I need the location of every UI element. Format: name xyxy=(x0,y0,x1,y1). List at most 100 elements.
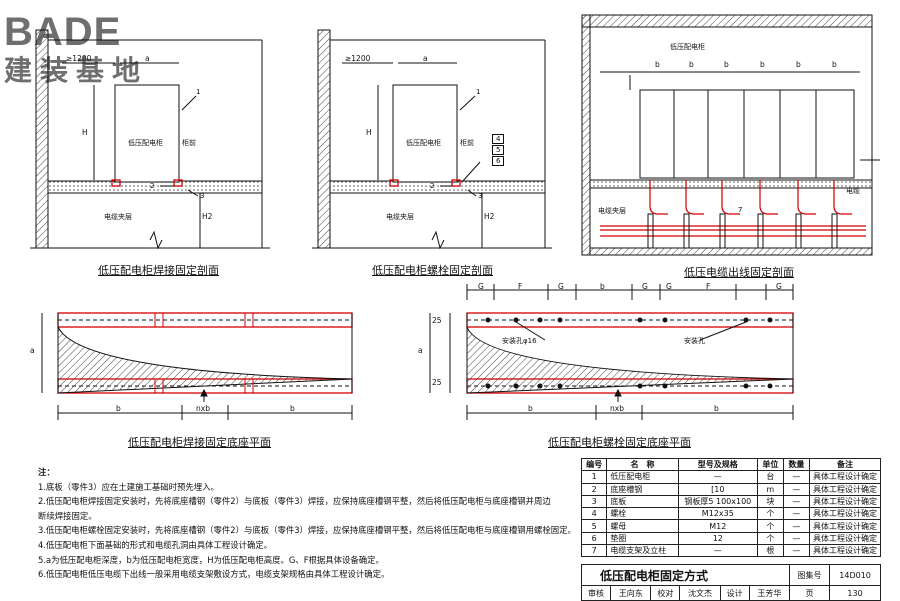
table-row: 4 螺栓 M12x35 个 — 具体工程设计确定 xyxy=(580,507,881,521)
check-label: 校对 xyxy=(650,585,681,601)
cell-qty: — xyxy=(782,470,811,484)
cell-remark: 具体工程设计确定 xyxy=(809,482,881,496)
cell-spec: M12x35 xyxy=(677,507,758,521)
bolted-plan-dim-g5: G xyxy=(776,282,782,291)
cell-qty: — xyxy=(782,544,811,558)
bolted-plan-nxb: nxb xyxy=(610,404,624,413)
cell-spec: [10 xyxy=(677,482,758,496)
cell-name: 螺母 xyxy=(606,519,679,533)
bolted-plan-b-left: b xyxy=(528,404,533,413)
bolted-plan-dim-b: b xyxy=(600,282,605,291)
bolted-plan-dim-f1: F xyxy=(518,282,523,291)
welded-callout-1: 1 xyxy=(196,88,201,96)
checker-name: 沈文杰 xyxy=(679,585,721,601)
welded-basement-height-dim: H2 xyxy=(202,212,213,221)
cell-name: 电缆支架及立柱 xyxy=(606,544,679,558)
cable-section-drawing xyxy=(581,14,880,256)
welded-callout-2: 2 xyxy=(150,182,155,190)
welded-plan-drawing xyxy=(41,312,353,420)
review-label: 审核 xyxy=(580,585,612,601)
bolted-callout-5: 5 xyxy=(492,145,505,155)
welded-front-label: 柜前 xyxy=(182,139,196,147)
bolted-plan-dim-25-top: 25 xyxy=(432,316,442,325)
cell-no: 7 xyxy=(580,544,608,558)
cell-qty: — xyxy=(782,519,811,533)
note-item-3: 3.低压配电柜螺栓固定安装时，先将底座槽钢（零件2）与底板（零件3）焊接，应保持… xyxy=(38,525,576,536)
bolted-width-dim: ≥1200 xyxy=(345,54,371,63)
cell-name: 低压配电柜 xyxy=(606,470,679,484)
note-item-2: 2.低压配电柜焊接固定安装时，先将底座槽钢（零件2）与底板（零件3）焊接，应保持… xyxy=(38,496,551,507)
cable-b-dim-2: b xyxy=(689,60,694,69)
cable-label: 电缆 xyxy=(846,187,860,195)
note-item-5: 5.a为低压配电柜深度，b为低压配电柜宽度，H为低压配电柜高度。G、F根据具体设… xyxy=(38,554,384,565)
note-item-1: 1.底板（零件3）应在土建施工基础时预先埋入。 xyxy=(38,481,219,492)
cable-cabinet-label: 低压配电柜 xyxy=(670,43,705,51)
page-number: 130 xyxy=(829,585,881,601)
design-label: 设计 xyxy=(719,585,750,601)
bolted-plan-dim-f2: F xyxy=(706,282,711,291)
bolted-plan-dim-g3: G xyxy=(642,282,648,291)
bolted-plan-title: 低压配电柜螺栓固定底座平面 xyxy=(548,436,691,449)
welded-basement-label: 电缆夹层 xyxy=(104,213,132,221)
cell-remark: 具体工程设计确定 xyxy=(809,544,881,558)
cable-b-dim-4: b xyxy=(760,60,765,69)
table-row: 2 底座槽钢 [10 m — 具体工程设计确定 xyxy=(580,482,881,496)
cell-unit: 台 xyxy=(756,470,784,484)
reviewer-name: 王向东 xyxy=(610,585,652,601)
bolted-plan-dim-25-bottom: 25 xyxy=(432,378,442,387)
materials-col-spec: 型号及规格 xyxy=(677,457,758,472)
cell-spec: 钢板厚5 100x100 xyxy=(677,494,758,509)
cell-qty: — xyxy=(782,531,811,546)
cell-name: 螺栓 xyxy=(606,507,679,521)
welded-cabinet-label: 低压配电柜 xyxy=(128,139,163,147)
cable-section-title: 低压电缆出线固定剖面 xyxy=(684,266,794,279)
cell-spec: — xyxy=(677,470,758,484)
cell-spec: — xyxy=(677,544,758,558)
materials-col-no: 编号 xyxy=(580,457,608,472)
bolted-cabinet-label: 低压配电柜 xyxy=(406,139,441,147)
cell-name: 底座槽钢 xyxy=(606,482,679,496)
bolted-callout-4: 4 xyxy=(492,134,505,144)
welded-plan-depth-dim: a xyxy=(30,346,35,355)
cell-unit: 个 xyxy=(756,519,784,533)
bolted-callout-1: 1 xyxy=(476,88,481,96)
welded-plan-b-right: b xyxy=(290,404,295,413)
cable-callout-7: 7 xyxy=(738,206,743,214)
materials-col-qty: 数量 xyxy=(782,457,811,472)
cable-b-dim-1: b xyxy=(655,60,660,69)
materials-col-unit: 单位 xyxy=(756,457,784,472)
cell-remark: 具体工程设计确定 xyxy=(809,519,881,533)
materials-col-remark: 备注 xyxy=(809,457,881,472)
title-block: 低压配电柜固定方式 图集号 14D010 审核 王向东 校对 沈文杰 设计 王芳… xyxy=(580,564,881,601)
materials-header-row: 编号 名 称 型号及规格 单位 数量 备注 xyxy=(580,457,881,472)
page-label: 页 xyxy=(788,585,831,601)
cable-b-dim-6: b xyxy=(832,60,837,69)
bolted-basement-height-dim: H2 xyxy=(484,212,495,221)
cell-no: 5 xyxy=(580,519,608,533)
cell-unit: 个 xyxy=(756,507,784,521)
cell-spec: M12 xyxy=(677,519,758,533)
note-item-6: 6.低压配电柜低压电缆下出线一般采用电缆支架敷设方式，电缆支架规格由具体工程设计… xyxy=(38,569,390,580)
welded-plan-b-left: b xyxy=(116,404,121,413)
bolted-plan-hole-right: 安装孔 xyxy=(684,337,705,345)
cell-no: 3 xyxy=(580,494,608,509)
bolted-basement-label: 电缆夹层 xyxy=(386,213,414,221)
cell-unit: 根 xyxy=(756,544,784,558)
brand-logo-subtitle: 建装基地 xyxy=(4,54,149,87)
cell-remark: 具体工程设计确定 xyxy=(809,470,881,484)
bolted-depth-dim: a xyxy=(423,54,428,63)
cell-qty: — xyxy=(782,507,811,521)
cell-unit: m xyxy=(756,482,784,496)
cell-name: 垫圈 xyxy=(606,531,679,546)
cell-no: 4 xyxy=(580,507,608,521)
table-row: 3 底板 钢板厚5 100x100 块 — 具体工程设计确定 xyxy=(580,494,881,509)
table-row: 1 低压配电柜 — 台 — 具体工程设计确定 xyxy=(580,470,881,484)
note-item-2-cont: 断续焊接固定。 xyxy=(38,510,97,521)
cable-basement-label: 电缆夹层 xyxy=(598,207,626,215)
cell-remark: 具体工程设计确定 xyxy=(809,507,881,521)
bolted-plan-hole-left: 安装孔φ16 xyxy=(502,337,537,345)
welded-depth-dim: a xyxy=(145,54,150,63)
drawing-title: 低压配电柜固定方式 xyxy=(581,564,790,586)
notes-heading: 注： xyxy=(38,467,55,477)
